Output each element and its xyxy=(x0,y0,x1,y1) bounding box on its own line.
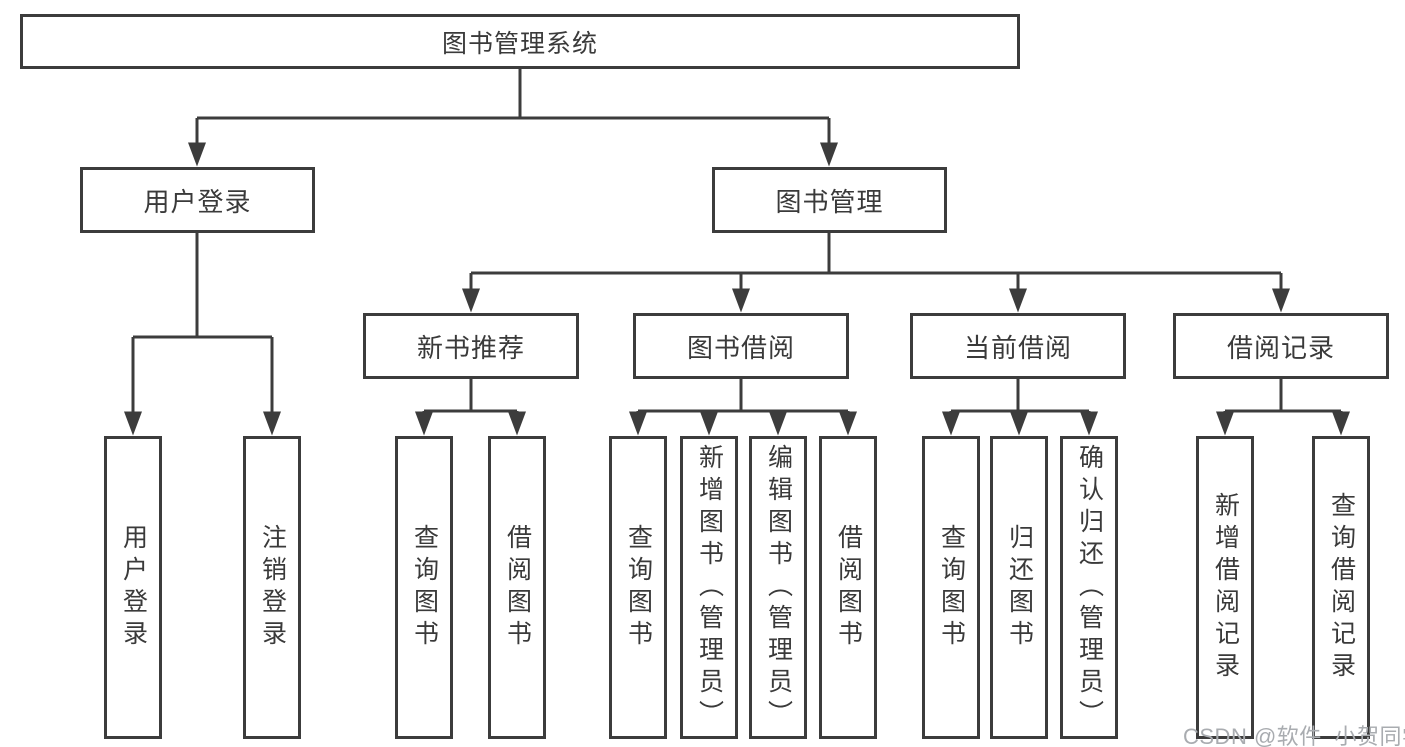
leaf-query-book-recommend: 查询图书 xyxy=(395,436,453,739)
node-borrow-record: 借阅记录 xyxy=(1173,313,1389,379)
leaf-add-book-admin: 新增图书（管理员） xyxy=(680,436,738,739)
node-book-management: 图书管理 xyxy=(712,167,947,233)
tree-branch-lines xyxy=(133,69,1341,413)
leaf-borrow-book: 借阅图书 xyxy=(819,436,877,739)
leaf-query-book-current: 查询图书 xyxy=(922,436,980,739)
leaf-user-login: 用户登录 xyxy=(104,436,162,739)
node-current-borrow: 当前借阅 xyxy=(910,313,1126,379)
leaf-edit-book-admin: 编辑图书（管理员） xyxy=(749,436,807,739)
node-user-login: 用户登录 xyxy=(80,167,315,233)
csdn-watermark: CSDN @软件_小贺同学 xyxy=(1183,724,1405,747)
leaf-borrow-book-recommend: 借阅图书 xyxy=(488,436,546,739)
leaf-return-book: 归还图书 xyxy=(990,436,1048,739)
node-new-book-recommend: 新书推荐 xyxy=(363,313,579,379)
leaf-add-borrow-record: 新增借阅记录 xyxy=(1196,436,1254,739)
leaf-confirm-return-admin: 确认归还（管理员） xyxy=(1060,436,1118,739)
leaf-logout: 注销登录 xyxy=(243,436,301,739)
node-root-library-system: 图书管理系统 xyxy=(20,14,1020,69)
node-book-borrow: 图书借阅 xyxy=(633,313,849,379)
leaf-query-book-borrow: 查询图书 xyxy=(609,436,667,739)
leaf-query-borrow-record: 查询借阅记录 xyxy=(1312,436,1370,739)
